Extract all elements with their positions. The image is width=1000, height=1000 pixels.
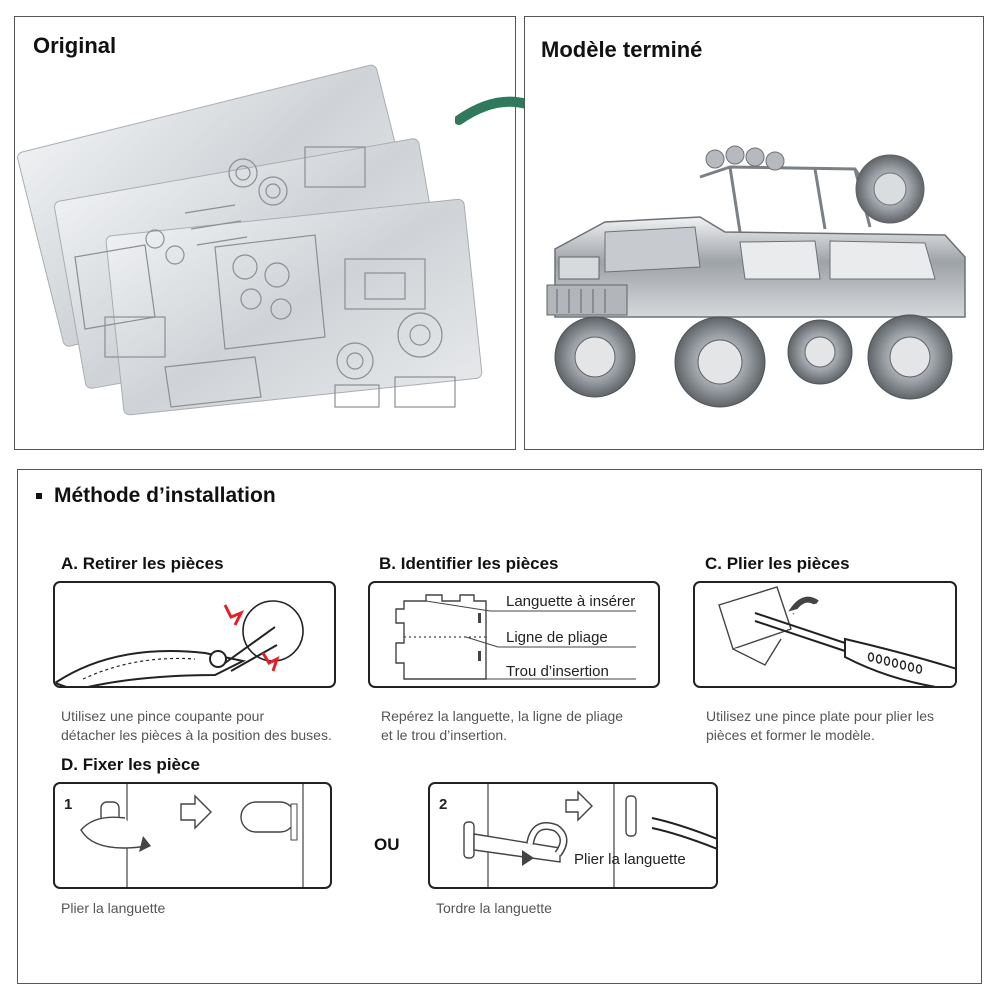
finished-model-panel: Modèle terminé <box>524 16 984 450</box>
step-d-caption1: Plier la languette <box>61 900 166 916</box>
tab-label: Languette à insérer <box>506 593 636 610</box>
part-diagram-icon <box>395 594 636 680</box>
step-d-caption2: Tordre la languette <box>436 900 552 916</box>
insertion-hole-label: Trou d’insertion <box>506 663 609 680</box>
or-label: OU <box>374 835 400 854</box>
step-b-title: B. Identifier les pièces <box>379 554 559 573</box>
flat-pliers-icon <box>718 586 955 686</box>
method-heading: Méthode d’installation <box>36 484 276 508</box>
method-heading-text: Méthode d’installation <box>54 484 276 507</box>
step-b-caption-line1: Repérez la languette, la ligne de pliage <box>381 708 624 724</box>
step-c-caption: Utilisez une pince plate pour plier les … <box>706 707 934 745</box>
cutting-pliers-icon <box>55 600 304 686</box>
step-c-illustration <box>693 581 957 688</box>
option2-number: 2 <box>439 796 448 813</box>
step-c-title: C. Plier les pièces <box>705 554 850 573</box>
step-a-caption-line2: détacher les pièces à la position des bu… <box>61 727 332 743</box>
twist-tab-icon <box>463 784 716 887</box>
step-b-illustration: Languette à insérer Ligne de pliage Trou… <box>368 581 660 688</box>
bend-tab-icon <box>80 784 305 887</box>
step-a-title: A. Retirer les pièces <box>61 554 224 573</box>
metal-sheets-image <box>17 64 483 416</box>
step-c-caption-line2: pièces et former le modèle. <box>706 727 875 743</box>
step-b-caption: Repérez la languette, la ligne de pliage… <box>381 707 623 745</box>
original-panel: Original <box>14 16 516 450</box>
fold-line-label: Ligne de pliage <box>506 629 608 646</box>
offroad-truck-model-image <box>546 145 966 408</box>
step-b-caption-line2: et le trou d’insertion. <box>381 727 508 743</box>
step-a-caption: Utilisez une pince coupante pour détache… <box>61 707 332 745</box>
bend-tab-inner-label: Plier la languette <box>574 851 686 868</box>
finished-title: Modèle terminé <box>541 37 703 62</box>
original-title: Original <box>33 33 117 58</box>
step-d-option1-illustration: 1 <box>53 782 332 889</box>
bullet-icon <box>36 493 42 499</box>
installation-method-panel: Méthode d’installation A. Retirer les pi… <box>17 469 982 984</box>
step-d-option2-illustration: 2 Plier la languette <box>428 782 718 889</box>
option1-number: 1 <box>64 796 73 813</box>
step-d-title: D. Fixer les pièce <box>61 755 200 774</box>
step-a-illustration <box>53 581 336 688</box>
step-c-caption-line1: Utilisez une pince plate pour plier les <box>706 708 935 724</box>
step-a-caption-line1: Utilisez une pince coupante pour <box>61 708 265 724</box>
